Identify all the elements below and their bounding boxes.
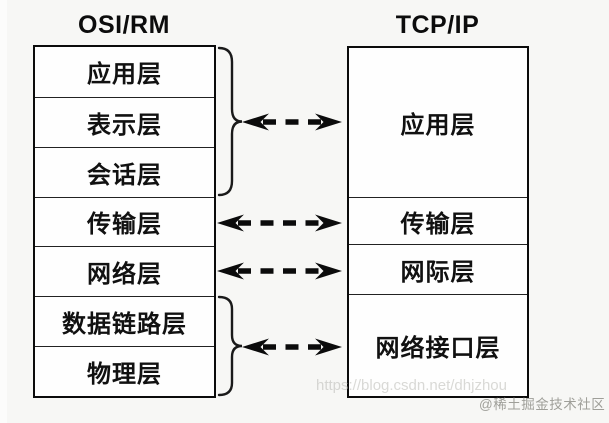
watermark-community-badge: @稀土掘金技术社区 [479, 397, 606, 412]
osi-column-title: OSI/RM [78, 11, 170, 39]
tcpip-layer-internet: 网际层 [349, 244, 527, 294]
osi-layer-physical: 物理层 [35, 346, 214, 396]
osi-layer-transport: 传输层 [35, 196, 214, 247]
dashed-double-arrow-netif-icon [242, 338, 342, 356]
dashed-double-arrow-network-icon [217, 262, 342, 280]
tcpip-layer-application: 应用层 [400, 113, 476, 139]
tcpip-column-title: TCP/IP [395, 11, 480, 39]
watermark-blog-url: https://blog.csdn.net/dhjzhou [316, 377, 507, 394]
dashed-double-arrow-transport-icon [217, 214, 342, 232]
tcpip-layer-network-interface: 网络接口层 [349, 294, 527, 396]
lower-group-brace-icon [217, 295, 243, 397]
osi-layer-datalink: 数据链路层 [35, 296, 214, 346]
osi-layer-application: 应用层 [87, 62, 162, 89]
osi-layer-network: 网络层 [35, 246, 214, 296]
tcpip-layer-transport: 传输层 [349, 197, 527, 244]
upper-group-brace-icon [217, 46, 243, 197]
tcpip-layer-stack: 应用层 传输层 网际层 网络接口层 [347, 46, 529, 398]
dashed-double-arrow-application-icon [242, 113, 342, 131]
osi-layer-session: 会话层 [35, 146, 214, 197]
osi-layer-presentation: 表示层 [35, 96, 214, 147]
osi-layer-stack: 应用层 表示层 会话层 传输层 网络层 数据链路层 物理层 [33, 45, 216, 398]
